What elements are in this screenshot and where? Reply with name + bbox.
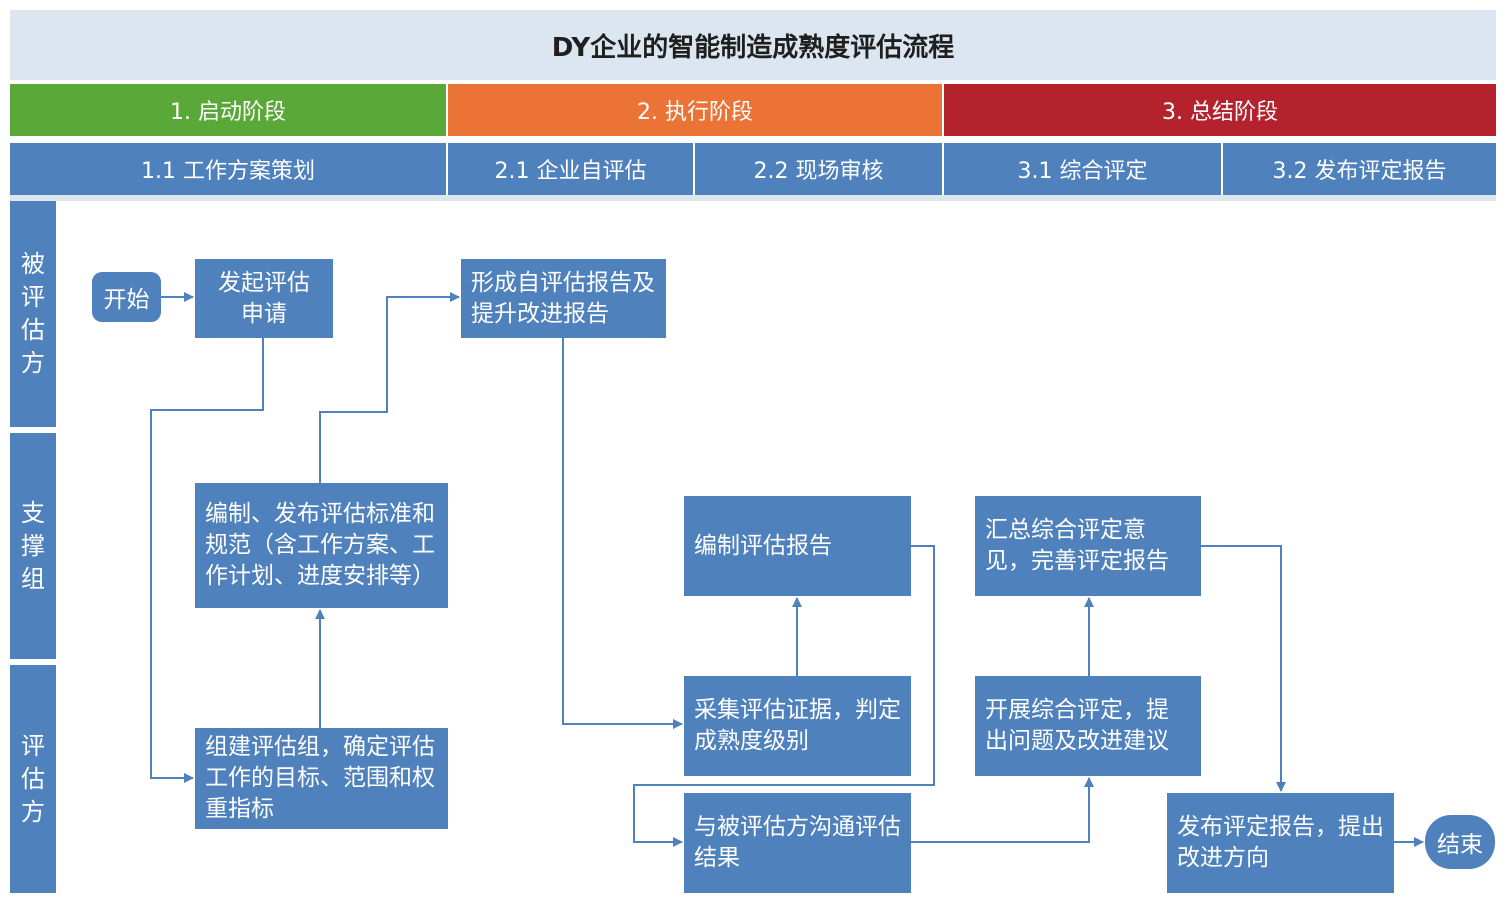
node-communicate-text: 与被评估方沟通评估结果 (694, 814, 901, 871)
node-apply: 发起评估申请 (195, 259, 333, 338)
node-comprehensive: 开展综合评定，提出问题及改进建议 (975, 676, 1201, 776)
lane-support-group-label: 支撑组 (21, 498, 45, 593)
node-team: 组建评估组，确定评估工作的目标、范围和权重指标 (195, 728, 448, 829)
node-communicate: 与被评估方沟通评估结果 (684, 793, 911, 893)
start-node: 开始 (92, 272, 161, 322)
node-self-report: 形成自评估报告及提升改进报告 (461, 259, 666, 338)
phase-header-start: 1. 启动阶段 (10, 84, 446, 136)
arrow-standards-to-selfreport (319, 292, 460, 483)
lane-assessed-party-label: 被评估方 (21, 250, 45, 377)
node-apply-text: 发起评估申请 (218, 269, 310, 327)
node-evidence: 采集评估证据，判定成熟度级别 (684, 676, 911, 776)
node-publish-text: 发布评定报告，提出改进方向 (1177, 814, 1384, 871)
node-team-text: 组建评估组，确定评估工作的目标、范围和权重指标 (205, 734, 435, 822)
arrow-writereport-to-communicate (633, 545, 935, 847)
header-divider-band (10, 195, 1496, 201)
node-write-report: 编制评估报告 (684, 496, 911, 596)
node-evidence-text: 采集评估证据，判定成熟度级别 (694, 697, 901, 754)
node-standards: 编制、发布评估标准和规范（含工作方案、工作计划、进度安排等） (195, 483, 448, 608)
node-self-report-text: 形成自评估报告及提升改进报告 (471, 269, 655, 327)
node-publish: 发布评定报告，提出改进方向 (1167, 793, 1394, 893)
subphase-3-2: 3.2 发布评定报告 (1223, 143, 1496, 195)
subphase-2-1: 2.1 企业自评估 (448, 143, 693, 195)
arrow-apply-to-team (150, 338, 264, 783)
diagram-title: DY企业的智能制造成熟度评估流程 (10, 10, 1496, 80)
node-standards-text: 编制、发布评估标准和规范（含工作方案、工作计划、进度安排等） (205, 501, 435, 589)
node-summary-text: 汇总综合评定意见，完善评定报告 (985, 517, 1169, 574)
subphase-2-2: 2.2 现场审核 (695, 143, 942, 195)
lane-support-group: 支撑组 (10, 433, 56, 659)
arrow-selfreport-to-evidence (562, 338, 683, 729)
phase-header-summary: 3. 总结阶段 (944, 84, 1496, 136)
node-write-report-text: 编制评估报告 (694, 532, 832, 559)
end-node: 结束 (1425, 815, 1495, 869)
arrow-summary-to-publish (1201, 545, 1286, 792)
node-summary: 汇总综合评定意见，完善评定报告 (975, 496, 1201, 596)
node-comprehensive-text: 开展综合评定，提出问题及改进建议 (985, 697, 1169, 754)
subphase-3-1: 3.1 综合评定 (944, 143, 1221, 195)
subphase-1-1: 1.1 工作方案策划 (10, 143, 446, 195)
lane-assessor: 评估方 (10, 665, 56, 893)
lane-assessor-label: 评估方 (21, 731, 45, 826)
lane-assessed-party: 被评估方 (10, 201, 56, 427)
arrow-communicate-to-comprehensive (911, 777, 1094, 843)
phase-header-execute: 2. 执行阶段 (448, 84, 942, 136)
